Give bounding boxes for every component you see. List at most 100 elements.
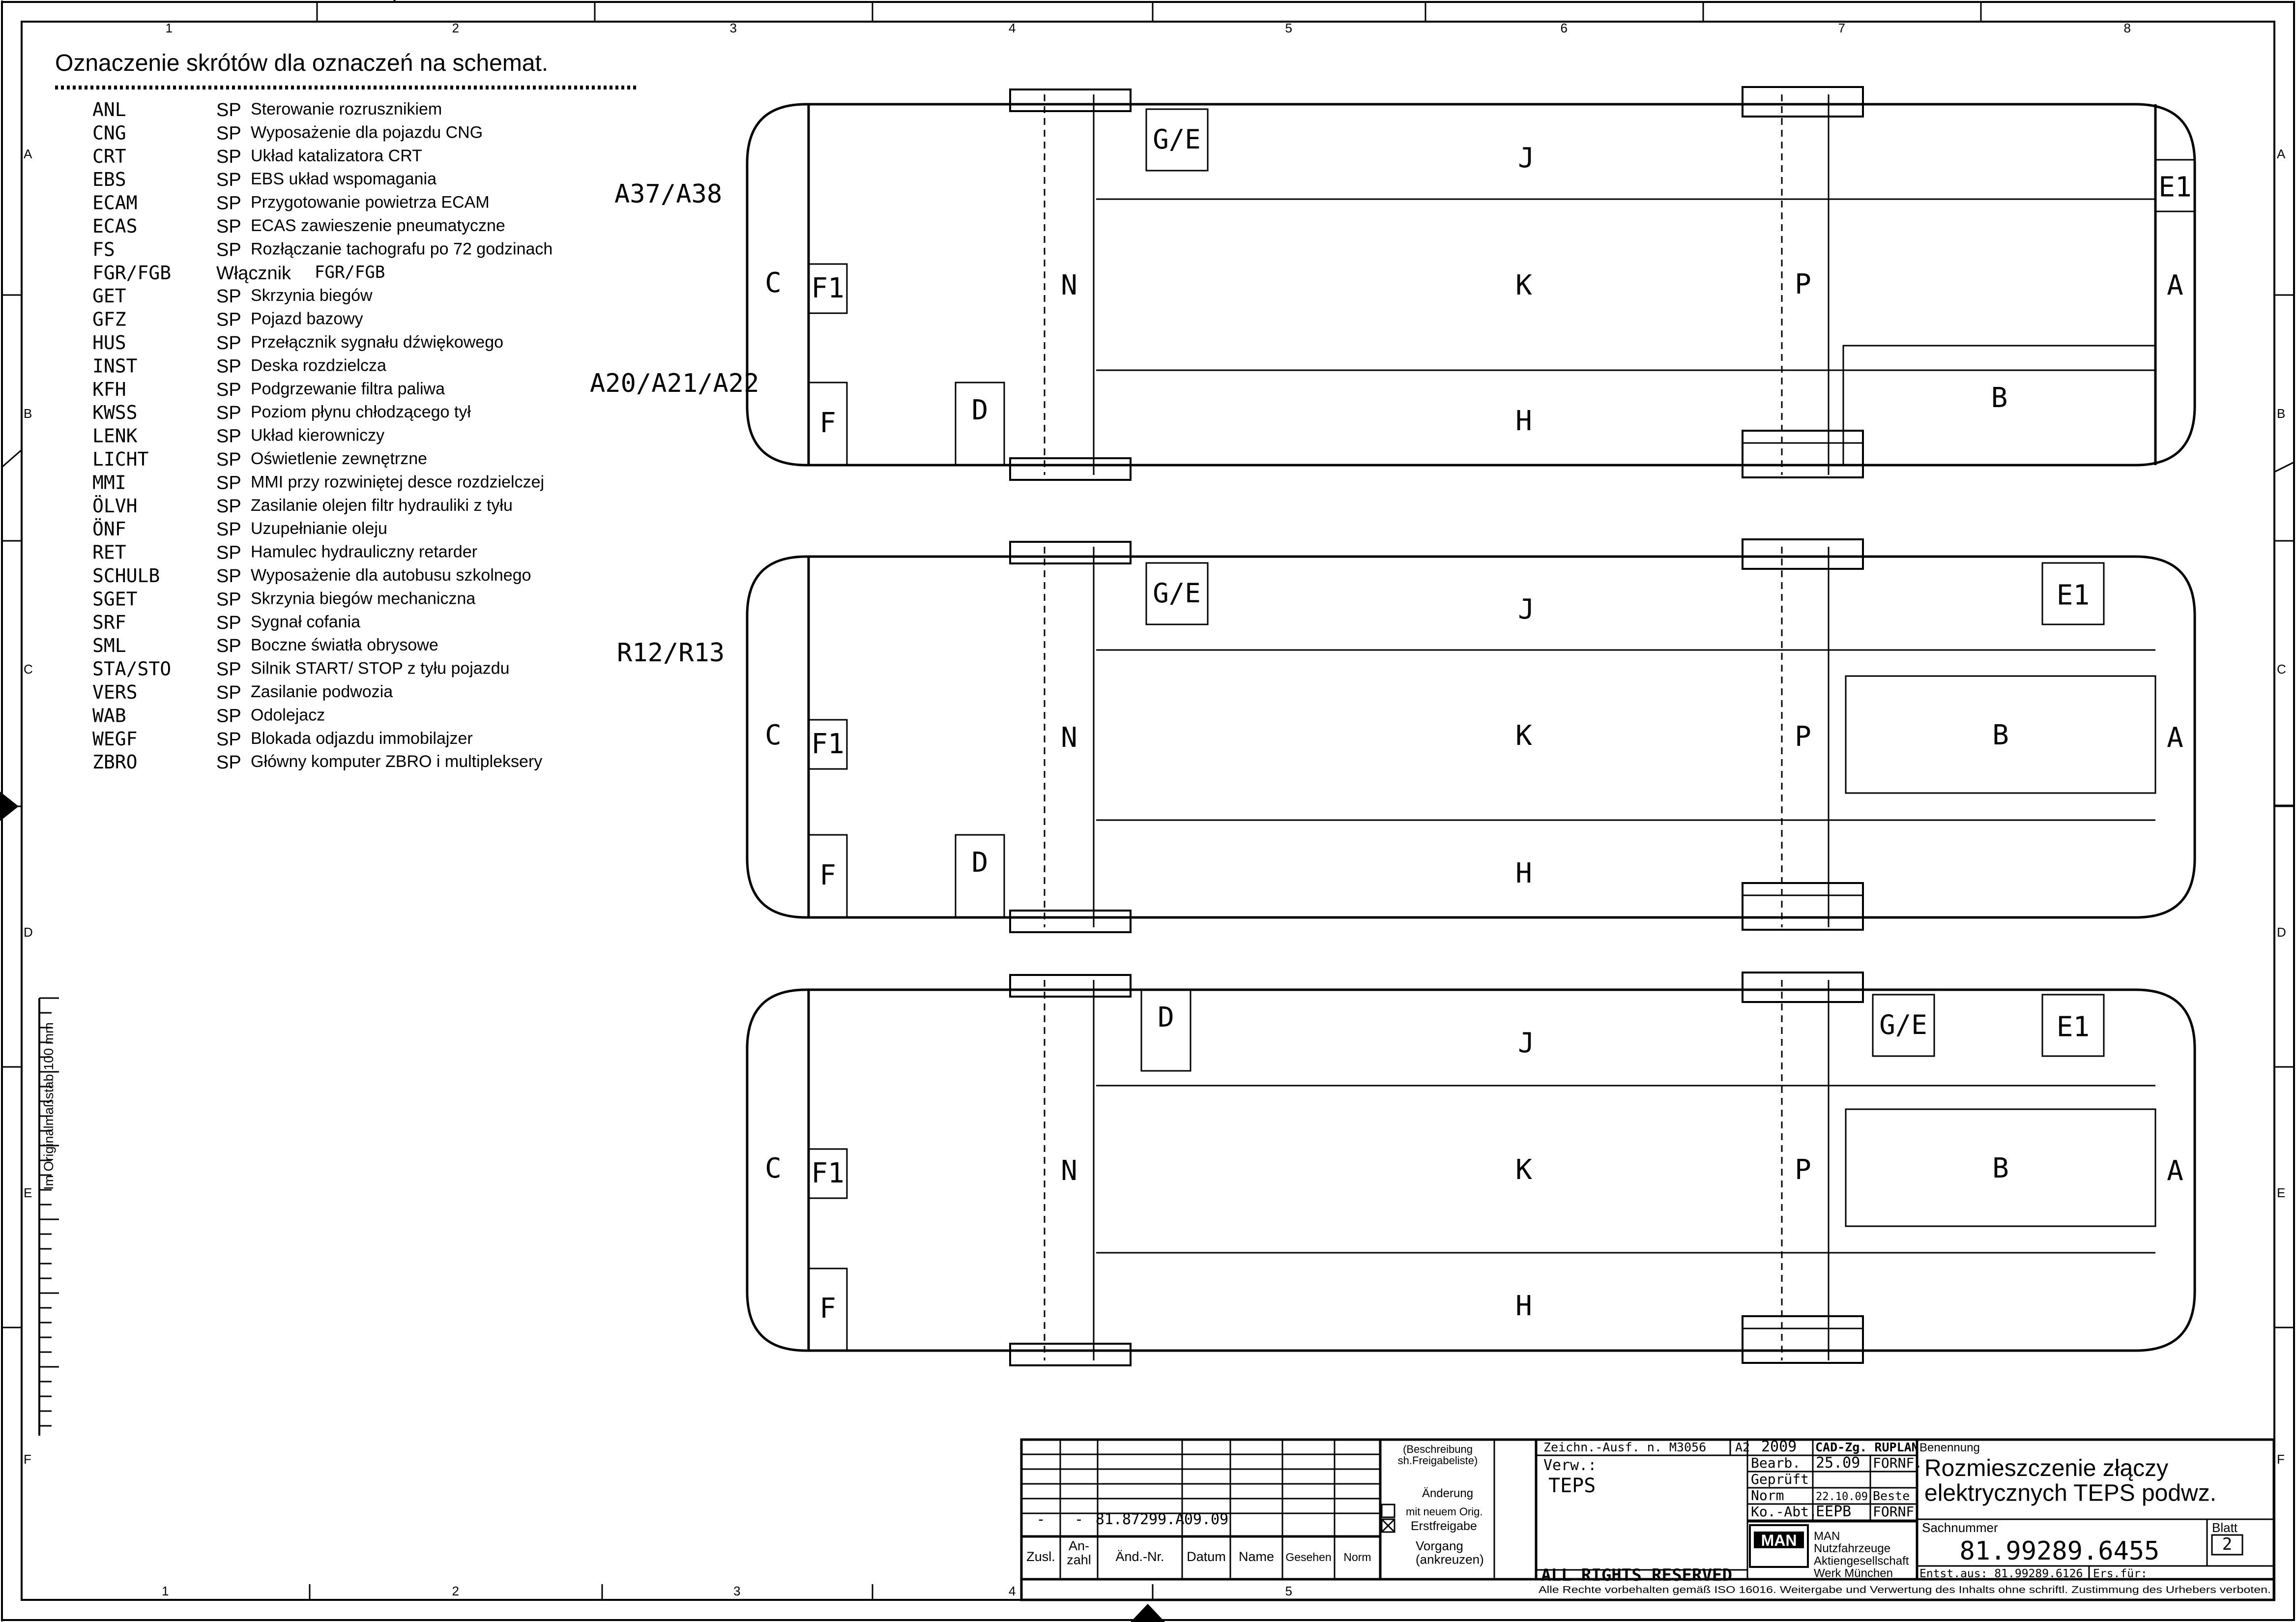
zone-h: H <box>1515 857 1532 889</box>
legend-description: Sterowanie rozrusznikiem <box>251 100 442 118</box>
legend-description: Układ kierowniczy <box>251 426 384 445</box>
zone-f1: F1 <box>811 1157 844 1189</box>
legend-code: LICHT <box>92 448 148 470</box>
revision-header: Norm <box>1343 1551 1371 1563</box>
legend-code: SCHULB <box>92 565 160 587</box>
zone-f: F <box>819 1293 836 1325</box>
legend-sp: SP <box>216 380 241 400</box>
zone-n: N <box>1061 1155 1077 1187</box>
legend-sp: SP <box>216 286 241 307</box>
legend-code: ZBRO <box>92 751 138 773</box>
ers-fuer: Ers.für: <box>2093 1567 2148 1580</box>
grid-row-right-A: A <box>2277 147 2286 161</box>
legend-description: Blokada odjazdu immobilajzer <box>251 729 473 748</box>
legend-description: Główny komputer ZBRO i multipleksery <box>251 752 542 771</box>
legend-sp: SP <box>216 519 241 540</box>
legend-sp: SP <box>216 566 241 587</box>
sachnummer-label: Sachnummer <box>1922 1520 1998 1535</box>
grid-row-left-C: C <box>24 662 33 677</box>
legend-description: Pojazd bazowy <box>251 310 363 328</box>
zone-c: C <box>765 719 782 751</box>
legend-code: WAB <box>92 705 126 726</box>
scale-bar: Im Originalmaßstab 100 mm <box>38 997 59 1436</box>
legend-code: FGR/FGB <box>92 262 171 284</box>
grid-col-bottom-2: 2 <box>452 1584 459 1598</box>
legend-code: HUS <box>92 332 126 354</box>
rights-notice: ALL RIGHTS RESERVED <box>1541 1565 1732 1585</box>
grid-row-right-F: F <box>2277 1452 2285 1467</box>
drawing-year: 2009 <box>1761 1438 1797 1455</box>
revision-header: Gesehen <box>1285 1551 1331 1563</box>
grid-col-3: 3 <box>730 21 737 35</box>
row-name: Beste <box>1873 1489 1910 1503</box>
legend-code: ECAS <box>92 215 138 237</box>
legend-code: RET <box>92 542 126 563</box>
legend-code: VERS <box>92 681 138 703</box>
grid-col-4: 4 <box>1009 21 1016 35</box>
zone-a: A <box>2167 722 2183 754</box>
zone-j: J <box>1518 593 1535 625</box>
legend-description: EBS układ wspomagania <box>251 170 436 188</box>
grid-col-bottom-5: 5 <box>1285 1584 1292 1598</box>
label-vorgang: Vorgang(ankreuzen) <box>1416 1538 1484 1566</box>
verw-value: TEPS <box>1548 1475 1596 1497</box>
legend-sp: SP <box>216 310 241 330</box>
grid-col-bottom-4: 4 <box>1009 1584 1016 1598</box>
legend-code: ECAM <box>92 192 138 214</box>
legend-sp: SP <box>216 123 241 144</box>
legend-sp: SP <box>216 356 241 377</box>
legend-code: FS <box>92 238 115 260</box>
variant-label-a37-a38: A37/A38 <box>614 179 722 209</box>
man-logo-bar <box>1754 1532 1804 1548</box>
zone-d: D <box>972 394 988 426</box>
legend-sp: SP <box>216 682 241 703</box>
zone-j: J <box>1518 142 1535 174</box>
legend-description: Rozłączanie tachografu po 72 godzinach <box>251 239 552 258</box>
label-erstfreigabe: Erstfreigabe <box>1411 1519 1477 1533</box>
zone-f1: F1 <box>811 728 844 760</box>
revision-value: - <box>1036 1511 1045 1528</box>
grid-col-bottom-1: 1 <box>162 1584 169 1598</box>
legend-code: GET <box>92 285 126 307</box>
benennung-label: Benennung <box>1919 1441 1980 1454</box>
variant-label-r12-r13: R12/R13 <box>617 638 725 668</box>
legend-description: Odolejacz <box>251 706 325 724</box>
zone-ge: G/E <box>1153 578 1201 609</box>
legend-code: CNG <box>92 122 126 144</box>
revision-header: Name <box>1239 1549 1274 1564</box>
legend-sp: SP <box>216 216 241 237</box>
revision-header: An-zahl <box>1067 1538 1091 1567</box>
legend-sp: SP <box>216 659 241 680</box>
legend-sp: SP <box>216 543 241 563</box>
legend-sp: SP <box>216 589 241 610</box>
centering-mark-left <box>0 792 19 821</box>
legend-description: Poziom płynu chłodzącego tył <box>251 403 471 421</box>
zone-p: P <box>1795 721 1811 753</box>
drawing-standard: Zeichn.-Ausf. n. M3056 <box>1543 1440 1706 1454</box>
legend-description: Skrzynia biegów <box>251 286 373 305</box>
legend-sp: SP <box>216 403 241 423</box>
legend-code: ÖLVH <box>92 495 138 517</box>
grid-row-left-F: F <box>24 1452 31 1467</box>
zone-n: N <box>1061 722 1077 754</box>
label-mit-neuem: mit neuem Orig. <box>1406 1505 1483 1518</box>
zone-k: K <box>1515 720 1532 752</box>
legend-sp: SP <box>216 752 241 773</box>
revision-header: Zusl. <box>1026 1549 1055 1564</box>
legend-sp: SP <box>216 449 241 470</box>
row-date: 25.09 <box>1816 1454 1860 1472</box>
grid-row-left-A: A <box>24 147 32 161</box>
revision-value: 81.87299.A <box>1096 1511 1185 1528</box>
legend-sp: SP <box>216 706 241 726</box>
legend-code: WEGF <box>92 728 138 750</box>
grid-row-right-D: D <box>2277 925 2286 940</box>
legend-sp: SP <box>216 147 241 167</box>
grid-row-left-B: B <box>24 406 32 421</box>
zone-p: P <box>1795 1154 1811 1186</box>
legend-code: KFH <box>92 379 126 400</box>
zone-k: K <box>1515 1154 1532 1186</box>
man-logo-text: MAN <box>1761 1532 1797 1549</box>
